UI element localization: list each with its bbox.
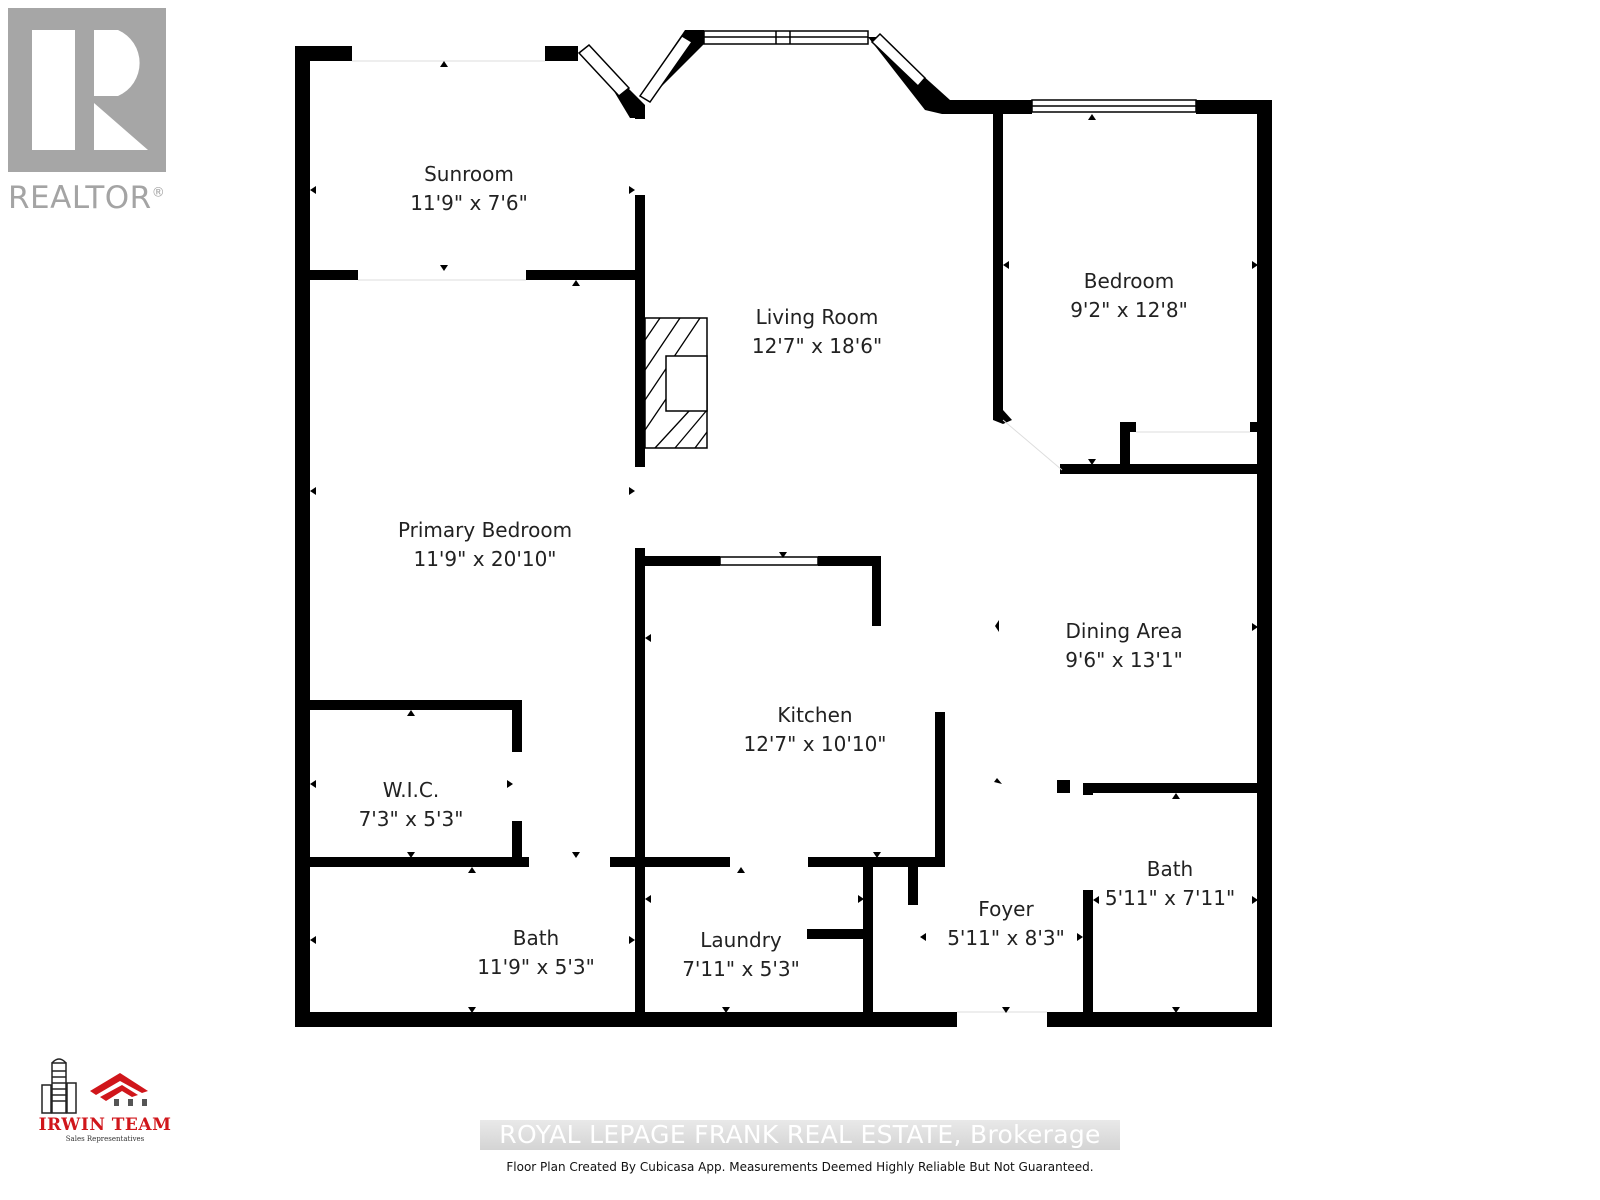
room-dimensions: 7'3" x 5'3" xyxy=(358,807,464,831)
room-dimensions: 9'2" x 12'8" xyxy=(1070,298,1188,322)
room-label-wic: W.I.C. 7'3" x 5'3" xyxy=(359,776,464,834)
room-name: Laundry xyxy=(700,928,782,952)
room-label-laundry: Laundry 7'11" x 5'3" xyxy=(682,926,800,984)
room-label-bedroom: Bedroom 9'2" x 12'8" xyxy=(1070,267,1188,325)
room-label-bath-main: Bath 11'9" x 5'3" xyxy=(477,924,595,982)
team-name: IRWIN TEAM xyxy=(38,1115,172,1135)
room-dimensions: 7'11" x 5'3" xyxy=(682,957,800,981)
room-dimensions: 12'7" x 10'10" xyxy=(743,732,887,756)
room-name: Bath xyxy=(512,926,560,950)
floorplan-disclaimer: Floor Plan Created By Cubicasa App. Meas… xyxy=(506,1160,1094,1174)
room-dimensions: 5'11" x 7'11" xyxy=(1104,886,1236,910)
room-dimensions: 9'6" x 13'1" xyxy=(1065,648,1183,672)
room-name: Primary Bedroom xyxy=(397,518,573,542)
brokerage-watermark: ROYAL LEPAGE FRANK REAL ESTATE, Brokerag… xyxy=(480,1120,1120,1150)
room-label-foyer: Foyer 5'11" x 8'3" xyxy=(947,895,1065,953)
room-label-sunroom: Sunroom 11'9" x 7'6" xyxy=(410,160,528,218)
realtor-logo: REALTOR® xyxy=(8,8,184,216)
room-name: Kitchen xyxy=(777,703,853,727)
room-dimensions: 11'9" x 5'3" xyxy=(477,955,595,979)
room-dimensions: 12'7" x 18'6" xyxy=(751,334,883,358)
room-label-living-room: Living Room 12'7" x 18'6" xyxy=(752,303,882,361)
windows xyxy=(577,30,1197,566)
irwin-team-logo: IRWIN TEAM Sales Representatives xyxy=(30,1055,180,1145)
room-name: Sunroom xyxy=(424,162,514,186)
room-name: Foyer xyxy=(978,897,1034,921)
room-label-primary-bedroom: Primary Bedroom 11'9" x 20'10" xyxy=(398,516,572,574)
dimension-markers xyxy=(310,61,1258,1013)
room-dimensions: 5'11" x 8'3" xyxy=(947,926,1065,950)
city-house-icon xyxy=(41,1058,148,1114)
room-dimensions: 11'9" x 7'6" xyxy=(410,191,528,215)
room-name: Bath xyxy=(1146,857,1194,881)
room-label-bath-2: Bath 5'11" x 7'11" xyxy=(1105,855,1235,913)
room-name: W.I.C. xyxy=(382,778,440,802)
room-label-dining-area: Dining Area 9'6" x 13'1" xyxy=(1065,617,1183,675)
fireplace xyxy=(644,317,708,449)
realtor-r-icon xyxy=(8,8,166,172)
realtor-wordmark: REALTOR® xyxy=(8,180,166,216)
room-dimensions: 11'9" x 20'10" xyxy=(413,547,557,571)
room-name: Living Room xyxy=(755,305,879,329)
doorways xyxy=(352,60,1250,1013)
room-name: Bedroom xyxy=(1083,269,1175,293)
room-label-kitchen: Kitchen 12'7" x 10'10" xyxy=(743,701,886,759)
room-name: Dining Area xyxy=(1065,619,1183,643)
team-subtitle: Sales Representatives xyxy=(65,1135,145,1143)
